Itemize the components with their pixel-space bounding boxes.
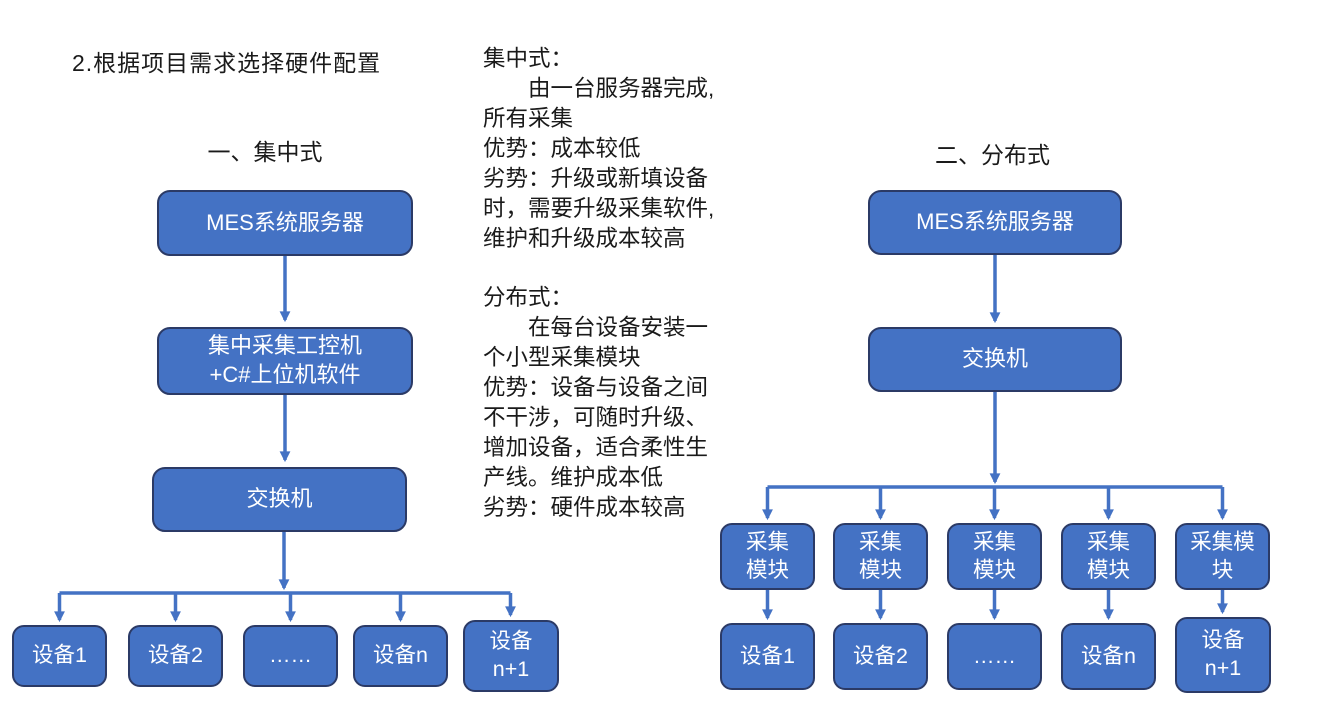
centralized-switch-node: 交换机: [152, 467, 407, 532]
collect-module-4-node: 采集 模块: [1061, 523, 1156, 590]
centralized-device-1-node: 设备1: [12, 625, 107, 687]
notes-line: 劣势：硬件成本较高: [483, 495, 686, 520]
collect-module-3-node: 采集 模块: [947, 523, 1042, 590]
distributed-device-2-node: 设备2: [833, 623, 928, 690]
distributed-device-1-node: 设备1: [720, 623, 815, 690]
centralized-device-n-node: 设备n: [353, 625, 448, 687]
notes-line: 在每台设备安装一: [483, 315, 709, 340]
distributed-heading: 二、分布式: [935, 142, 1050, 168]
distributed-device-n-node: 设备n: [1061, 623, 1156, 690]
notes-line: 不干涉，可随时升级、: [483, 405, 709, 430]
notes-line: 所有采集: [483, 106, 574, 131]
notes-line: 增加设备，适合柔性生: [483, 435, 709, 460]
centralized-device-ellipsis-node: ……: [243, 625, 338, 687]
notes-line: 劣势：升级或新填设备: [483, 166, 709, 191]
notes-distributed: 分布式： 在每台设备安装一 个小型采集模块 优势：设备与设备之间 不干涉，可随时…: [483, 283, 823, 523]
notes-line: 维护和升级成本较高: [483, 226, 686, 251]
distributed-mes-server-node: MES系统服务器: [868, 190, 1122, 255]
notes-centralized: 集中式： 由一台服务器完成, 所有采集 优势：成本较低 劣势：升级或新填设备 时…: [483, 44, 823, 254]
centralized-ipc-node: 集中采集工控机 +C#上位机软件: [157, 327, 413, 395]
notes-line: 由一台服务器完成,: [483, 76, 715, 101]
centralized-device-2-node: 设备2: [128, 625, 223, 687]
centralized-device-n1-node: 设备 n+1: [463, 620, 559, 692]
page-title: 2.根据项目需求选择硬件配置: [72, 50, 382, 76]
notes-distributed-heading: 分布式：: [483, 285, 574, 310]
distributed-switch-node: 交换机: [868, 327, 1122, 392]
distributed-device-ellipsis-node: ……: [947, 623, 1042, 690]
distributed-device-n1-node: 设备 n+1: [1175, 617, 1271, 693]
centralized-mes-server-node: MES系统服务器: [157, 190, 413, 256]
centralized-heading: 一、集中式: [207, 139, 323, 165]
notes-centralized-heading: 集中式：: [483, 46, 574, 71]
notes-line: 时，需要升级采集软件,: [483, 196, 715, 221]
collect-module-1-node: 采集 模块: [720, 523, 815, 590]
notes-line: 产线。维护成本低: [483, 465, 664, 490]
collect-module-5-node: 采集模 块: [1175, 523, 1270, 590]
collect-module-2-node: 采集 模块: [833, 523, 928, 590]
notes-line: 个小型采集模块: [483, 345, 641, 370]
notes-line: 优势：成本较低: [483, 136, 641, 161]
notes-line: 优势：设备与设备之间: [483, 375, 709, 400]
